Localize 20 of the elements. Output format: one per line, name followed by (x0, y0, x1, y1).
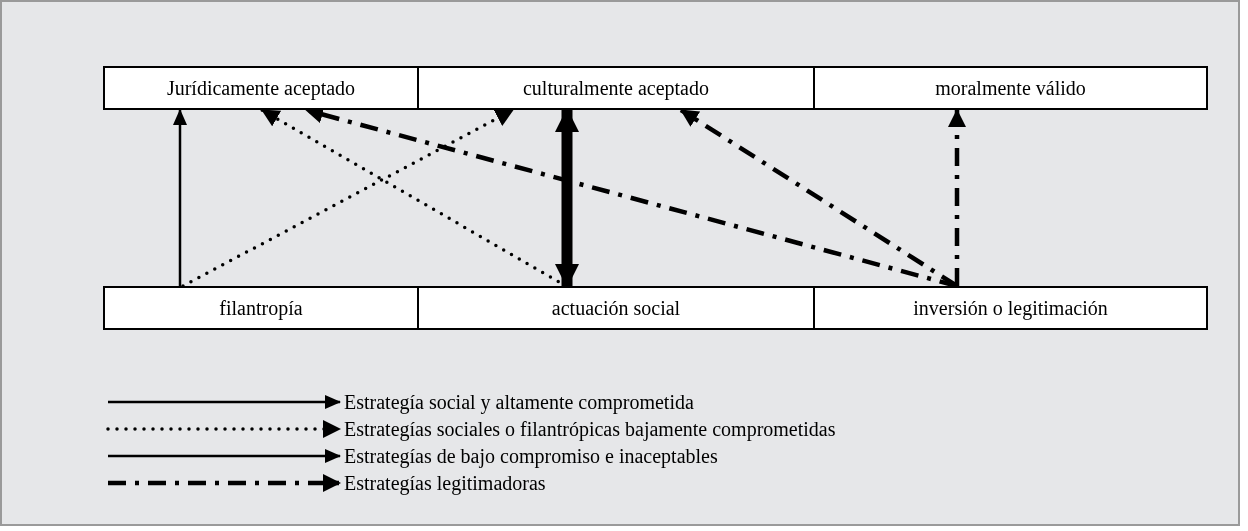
box-label: filantropía (219, 296, 303, 322)
category-box (103, 286, 419, 330)
arrow (173, 109, 187, 286)
box-label: inversión o legitimación (913, 296, 1108, 322)
box-label: Jurídicamente aceptado (166, 76, 356, 102)
legend-label: Estrategías sociales o filantrópicas bajamente comprometidas (344, 417, 836, 441)
box-label: moralmente válido (935, 76, 1086, 101)
category-box (813, 66, 1208, 110)
category-box (417, 66, 815, 110)
box-label: culturalmente aceptado (523, 76, 709, 102)
arrow (948, 109, 966, 286)
legend-label: Estrategías legitimadoras (344, 471, 546, 495)
category-box (103, 66, 419, 110)
legend-label: Estrategías de bajo compromiso e inaceptables (344, 444, 718, 468)
category-box (417, 286, 815, 330)
category-box (813, 286, 1208, 330)
box-label: actuación social (551, 296, 681, 321)
arrow (181, 108, 515, 288)
arrow (555, 108, 579, 288)
legend-label: Estrategía social y altamente comprometida (344, 390, 694, 414)
